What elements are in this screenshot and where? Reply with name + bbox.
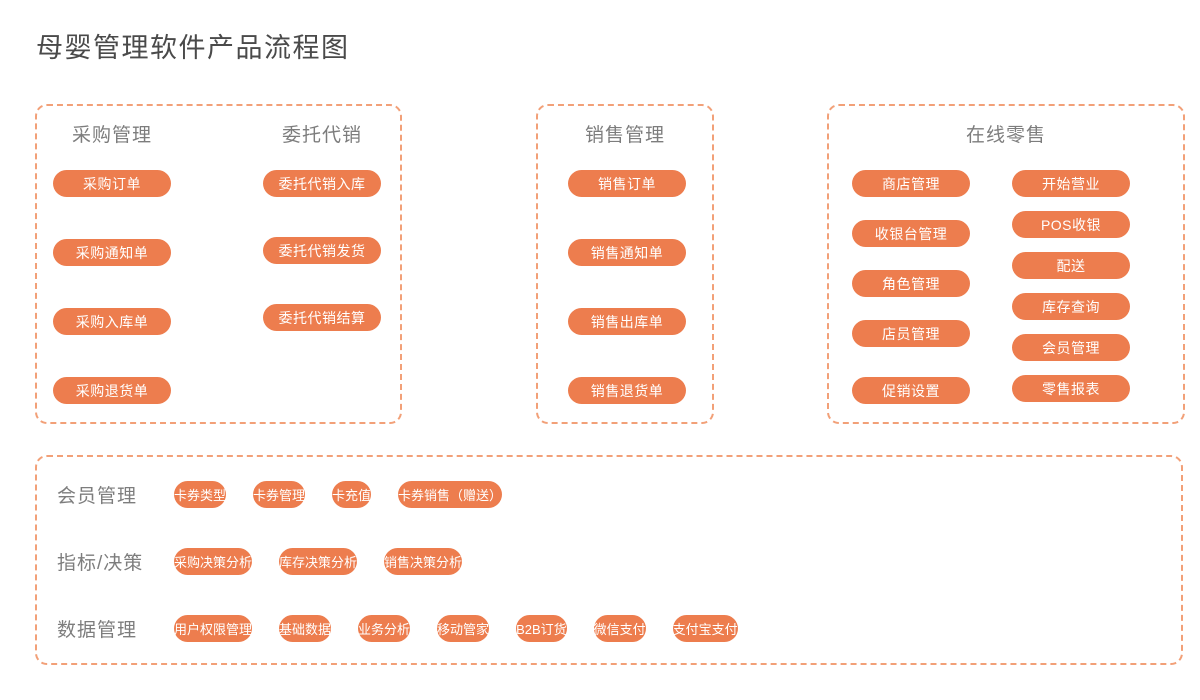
- member-management-row: 会员管理 卡券类型 卡券管理 卡充值 卡券销售（赠送）: [57, 481, 503, 508]
- metrics-decision-row: 指标/决策 采购决策分析 库存决策分析 销售决策分析: [57, 548, 463, 575]
- pill-sales-order[interactable]: 销售订单: [568, 170, 686, 197]
- pill-sales-notice[interactable]: 销售通知单: [568, 239, 686, 266]
- label-metrics-decision: 指标/决策: [57, 553, 144, 574]
- pill-inventory-query[interactable]: 库存查询: [1012, 293, 1130, 320]
- purchase-consignment-panel: 采购管理 委托代销 采购订单 采购通知单 采购入库单 采购退货单 委托代销入库 …: [35, 104, 402, 424]
- pill-consignment-settlement[interactable]: 委托代销结算: [263, 304, 381, 331]
- pill-consignment-inbound[interactable]: 委托代销入库: [263, 170, 381, 197]
- pill-card-management[interactable]: 卡券管理: [253, 481, 306, 508]
- pill-delivery[interactable]: 配送: [1012, 252, 1130, 279]
- sales-panel: 销售管理 销售订单 销售通知单 销售出库单 销售退货单: [536, 104, 714, 424]
- pill-purchase-order[interactable]: 采购订单: [53, 170, 171, 197]
- pill-purchase-decision-analysis[interactable]: 采购决策分析: [174, 548, 253, 575]
- label-member-management: 会员管理: [57, 486, 138, 507]
- pill-card-type[interactable]: 卡券类型: [174, 481, 227, 508]
- pill-shop-management[interactable]: 商店管理: [852, 170, 970, 197]
- pill-consignment-shipment[interactable]: 委托代销发货: [263, 237, 381, 264]
- pill-member-management[interactable]: 会员管理: [1012, 334, 1130, 361]
- retail-right-column: 开始营业 POS收银 配送 库存查询 会员管理 零售报表: [996, 170, 1146, 402]
- pill-promotion-settings[interactable]: 促销设置: [852, 377, 970, 404]
- bottom-panel: 会员管理 卡券类型 卡券管理 卡充值 卡券销售（赠送） 指标/决策 采购决策分析…: [35, 455, 1183, 665]
- header-consignment: 委托代销: [281, 125, 362, 146]
- pill-mobile-manager[interactable]: 移动管家: [437, 615, 490, 642]
- header-online-retail: 在线零售: [965, 125, 1046, 146]
- pill-cashier-desk-management[interactable]: 收银台管理: [852, 220, 970, 247]
- pill-clerk-management[interactable]: 店员管理: [852, 320, 970, 347]
- pill-basic-data[interactable]: 基础数据: [279, 615, 332, 642]
- pill-card-sale-gift[interactable]: 卡券销售（赠送）: [398, 481, 503, 508]
- retail-left-column: 商店管理 收银台管理 角色管理 店员管理 促销设置: [836, 170, 986, 404]
- data-management-row: 数据管理 用户权限管理 基础数据 业务分析 移动管家 B2B订货 微信支付 支付…: [57, 615, 738, 642]
- pill-b2b-ordering[interactable]: B2B订货: [516, 615, 567, 642]
- pill-sales-decision-analysis[interactable]: 销售决策分析: [384, 548, 463, 575]
- online-retail-panel: 在线零售 商店管理 收银台管理 角色管理 店员管理 促销设置 开始营业 POS收…: [827, 104, 1185, 424]
- pill-role-management[interactable]: 角色管理: [852, 270, 970, 297]
- pill-open-business[interactable]: 开始营业: [1012, 170, 1130, 197]
- pill-purchase-inbound[interactable]: 采购入库单: [53, 308, 171, 335]
- header-sales-management: 销售管理: [584, 125, 665, 146]
- pill-card-recharge[interactable]: 卡充值: [332, 481, 372, 508]
- pill-alipay-pay[interactable]: 支付宝支付: [672, 615, 738, 642]
- pill-sales-return[interactable]: 销售退货单: [568, 377, 686, 404]
- header-purchase-management: 采购管理: [71, 125, 152, 146]
- sales-button-column: 销售订单 销售通知单 销售出库单 销售退货单: [552, 170, 702, 404]
- pill-purchase-return[interactable]: 采购退货单: [53, 377, 171, 404]
- pill-business-analysis[interactable]: 业务分析: [358, 615, 411, 642]
- pill-retail-report[interactable]: 零售报表: [1012, 375, 1130, 402]
- label-data-management: 数据管理: [57, 620, 138, 641]
- pill-inventory-decision-analysis[interactable]: 库存决策分析: [279, 548, 358, 575]
- pill-wechat-pay[interactable]: 微信支付: [593, 615, 646, 642]
- purchase-button-column: 采购订单 采购通知单 采购入库单 采购退货单: [37, 170, 187, 404]
- pill-purchase-notice[interactable]: 采购通知单: [53, 239, 171, 266]
- pill-sales-outbound[interactable]: 销售出库单: [568, 308, 686, 335]
- pill-pos-cashier[interactable]: POS收银: [1012, 211, 1130, 238]
- pill-user-permission-management[interactable]: 用户权限管理: [174, 615, 253, 642]
- consignment-button-column: 委托代销入库 委托代销发货 委托代销结算: [247, 170, 397, 331]
- page-title: 母婴管理软件产品流程图: [36, 33, 350, 63]
